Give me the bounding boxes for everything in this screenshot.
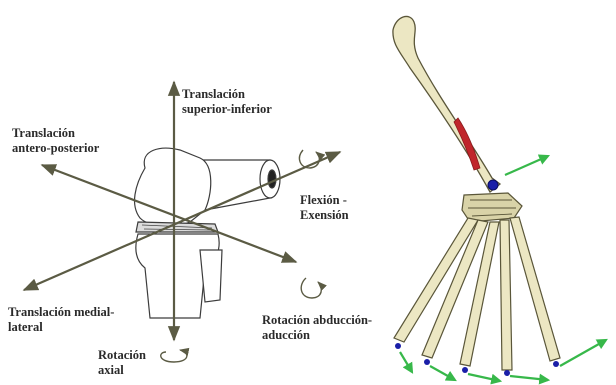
digit-tip-marker <box>462 367 468 373</box>
label-translation-medial-lateral: Translación medial- lateral <box>8 305 114 335</box>
force-arrow <box>560 340 606 366</box>
digit-4 <box>500 220 512 370</box>
label-translation-vertical: Translación superior-inferior <box>182 87 272 117</box>
label-rotation-axial: Rotación axial <box>98 348 146 378</box>
humerus-bone <box>393 16 500 192</box>
abduction-rotation-icon <box>301 278 321 298</box>
label-flexion-extension: Flexión - Exensión <box>300 193 349 223</box>
force-arrow <box>400 352 412 372</box>
wing-skeleton <box>393 16 606 381</box>
muscle <box>454 118 480 170</box>
force-arrow <box>505 156 548 175</box>
digit-tip-marker <box>395 343 401 349</box>
digit-tip-marker <box>553 361 559 367</box>
force-arrow <box>468 374 500 381</box>
force-arrow <box>430 366 455 380</box>
force-arrow <box>510 376 548 380</box>
digit-tip-marker <box>504 370 510 376</box>
joint-marker <box>488 180 498 190</box>
digit-5 <box>510 217 560 361</box>
femur-canal <box>268 170 276 188</box>
label-rotation-abduction: Rotación abducción- aducción <box>262 313 372 343</box>
digit-tip-marker <box>424 359 430 365</box>
label-translation-antero-posterior: Translación antero-posterior <box>12 126 99 156</box>
axial-rotation-icon <box>161 350 187 362</box>
fibula <box>200 250 222 302</box>
